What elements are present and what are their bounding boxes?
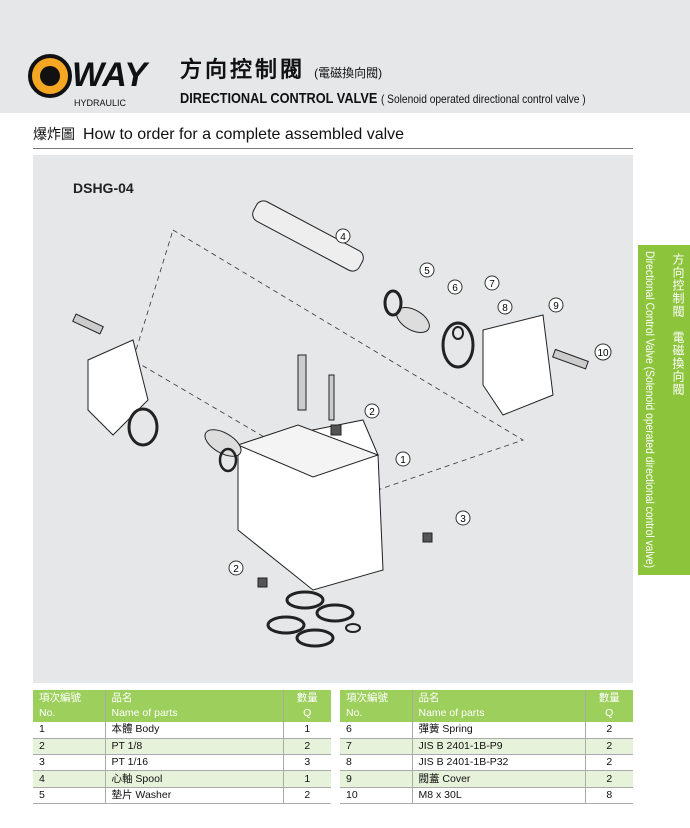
title-en: DIRECTIONAL CONTROL VALVE ( Solenoid ope… [180, 90, 586, 107]
way-logo: WAY HYDRAULIC [28, 54, 150, 108]
callout-10: 10 [594, 343, 612, 361]
cell-q: 2 [282, 787, 331, 804]
cell-name: PT 1/16 [104, 754, 283, 772]
callout-4: 4 [335, 228, 351, 244]
cell-name: 心軸 Spool [104, 770, 283, 788]
cell-q: 2 [282, 738, 331, 756]
cell-no: 8 [340, 754, 412, 772]
cell-name: JIS B 2401-1B-P32 [411, 754, 585, 772]
svg-text:10: 10 [597, 348, 609, 359]
callout-9: 9 [548, 297, 564, 313]
cell-no: 2 [33, 738, 105, 756]
exploded-view-drawing: 4 5 6 7 8 9 10 2 1 3 2 [72, 200, 612, 648]
cell-name: 彈簧 Spring [411, 722, 585, 739]
cell-no: 5 [33, 787, 105, 804]
callout-3: 3 [455, 510, 471, 526]
svg-text:WAY: WAY [72, 56, 150, 94]
svg-text:1: 1 [400, 455, 406, 466]
callout-5: 5 [419, 262, 435, 278]
cell-no: 9 [340, 770, 412, 788]
cell-name: 墊片 Washer [104, 787, 283, 804]
callout-2a: 2 [364, 403, 380, 419]
title-zh: 方向控制閥 (電磁換向閥) [180, 57, 383, 82]
cell-no: 3 [33, 754, 105, 772]
svg-text:HYDRAULIC: HYDRAULIC [74, 98, 127, 108]
cell-no: 4 [33, 770, 105, 788]
cell-q: 2 [584, 722, 633, 739]
model-label: DSHG-04 [73, 180, 134, 196]
cell-q: 2 [584, 770, 633, 788]
svg-text:7: 7 [489, 279, 495, 290]
side-tab: 方向控制閥 電磁換向閥 Directional Control Valve (S… [638, 245, 690, 575]
svg-text:2: 2 [233, 564, 239, 575]
callout-8: 8 [497, 299, 513, 315]
callout-6: 6 [447, 279, 463, 295]
callout-2b: 2 [228, 560, 244, 576]
cell-name: 本體 Body [104, 722, 283, 739]
side-tab-zh: 方向控制閥 電磁換向閥 [671, 253, 685, 396]
cell-q: 2 [584, 738, 633, 756]
cell-q: 8 [584, 787, 633, 804]
callout-1: 1 [395, 451, 411, 467]
svg-text:8: 8 [502, 303, 508, 314]
header: WAY HYDRAULIC 方向控制閥 (電磁換向閥) DIRECTIONAL … [0, 0, 690, 113]
cell-name: JIS B 2401-1B-P9 [411, 738, 585, 756]
cell-q: 3 [282, 754, 331, 772]
callout-7: 7 [484, 275, 500, 291]
cell-no: 6 [340, 722, 412, 739]
cell-no: 1 [33, 722, 105, 739]
side-tab-en: Directional Control Valve (Solenoid oper… [643, 251, 657, 569]
svg-text:9: 9 [553, 301, 559, 312]
cell-no: 7 [340, 738, 412, 756]
cell-name: 閥蓋 Cover [411, 770, 585, 788]
svg-text:4: 4 [340, 232, 346, 243]
cell-q: 1 [282, 770, 331, 788]
svg-text:3: 3 [460, 514, 466, 525]
cell-q: 1 [282, 722, 331, 739]
svg-text:5: 5 [424, 266, 430, 277]
svg-text:2: 2 [369, 407, 375, 418]
cell-name: PT 1/8 [104, 738, 283, 756]
cell-q: 2 [584, 754, 633, 772]
cell-no: 10 [340, 787, 412, 804]
cell-name: M8 x 30L [411, 787, 585, 804]
exploded-diagram: DSHG-04 [33, 155, 633, 683]
svg-text:6: 6 [452, 283, 458, 294]
